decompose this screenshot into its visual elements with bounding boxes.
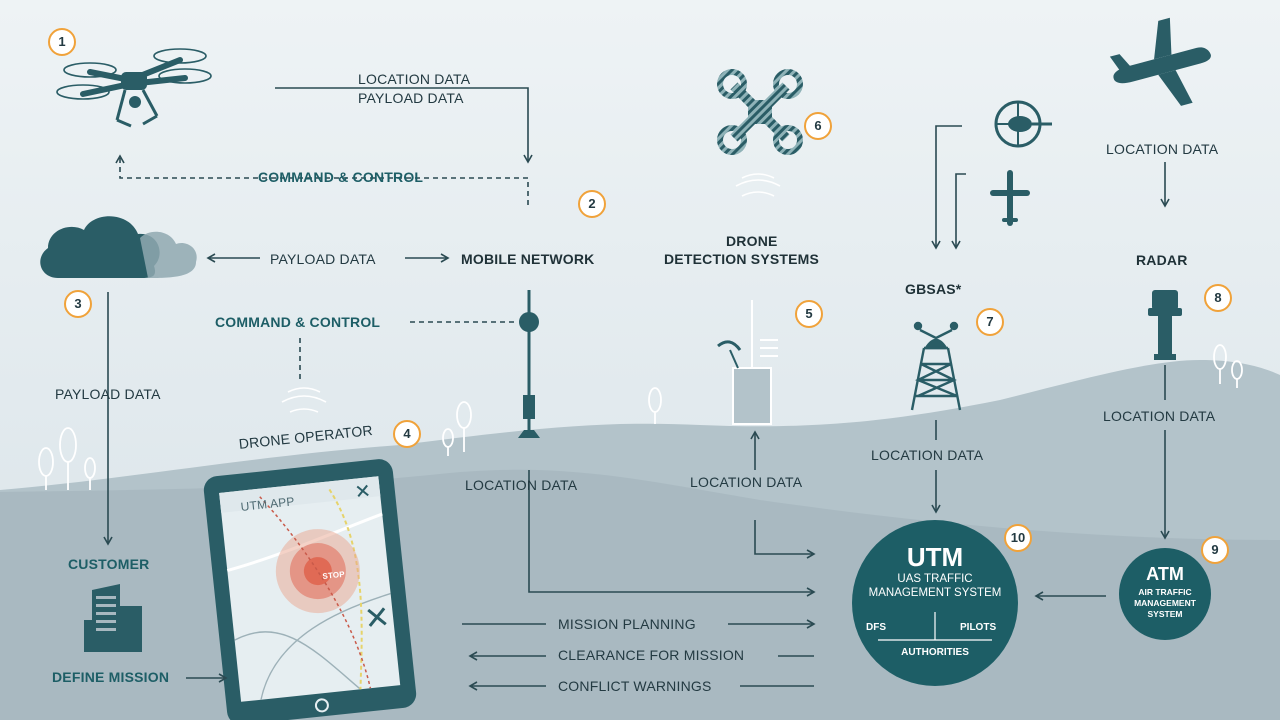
gbsas-label: GBSAS* [905, 281, 962, 297]
command-control-top-label: COMMAND & CONTROL [258, 169, 424, 185]
step-badge-3: 3 [64, 290, 92, 318]
flow-arrows [103, 87, 1170, 691]
quadcopter-drone-icon [56, 48, 212, 128]
step-badge-5: 5 [795, 300, 823, 328]
step-badge-2: 2 [578, 190, 606, 218]
location-data-gbsas-label: LOCATION DATA [871, 447, 984, 463]
customer-building-icon [84, 584, 142, 652]
step-badge-4: 4 [393, 420, 421, 448]
airplane-icon [1109, 17, 1211, 106]
payload-data-left-label: PAYLOAD DATA [55, 386, 161, 402]
radar-label: RADAR [1136, 252, 1188, 268]
utm-title: UTM [906, 542, 964, 572]
clearance-label: CLEARANCE FOR MISSION [558, 647, 745, 663]
utm-subtitle-2: MANAGEMENT SYSTEM [868, 587, 1002, 599]
mobile-network-label: MOBILE NETWORK [461, 251, 595, 267]
utm-dfs-label: DFS [866, 622, 886, 633]
striped-drone-icon [717, 69, 803, 155]
step-badge-1: 1 [48, 28, 76, 56]
command-control-mid-label: COMMAND & CONTROL [215, 314, 381, 330]
radar-tower-icon [1148, 290, 1182, 360]
drone-detection-title-2: DETECTION SYSTEMS [664, 251, 820, 267]
cloud-icon [40, 216, 197, 278]
location-data-label: LOCATION DATA [358, 71, 471, 87]
signal-waves-icon [281, 387, 327, 413]
define-mission-label: DEFINE MISSION [52, 669, 170, 685]
location-data-aircraft-label: LOCATION DATA [1106, 141, 1219, 157]
mobile-network-tower-icon [518, 290, 540, 438]
location-data-detection-label: LOCATION DATA [690, 474, 803, 490]
atm-circle [1119, 548, 1211, 640]
step-badge-9: 9 [1201, 536, 1229, 564]
conflict-warnings-label: CONFLICT WARNINGS [558, 678, 712, 694]
mission-planning-label: MISSION PLANNING [558, 616, 696, 632]
step-badge-7: 7 [976, 308, 1004, 336]
payload-data-label: PAYLOAD DATA [358, 90, 464, 106]
location-data-radar-label: LOCATION DATA [1103, 408, 1216, 424]
customer-label: CUSTOMER [68, 556, 150, 572]
step-badge-10: 10 [1004, 524, 1032, 552]
helicopter-icon [994, 100, 1052, 148]
atm-title: ATM [1146, 564, 1184, 584]
payload-data-mid-label: PAYLOAD DATA [270, 251, 376, 267]
detection-waves-icon [735, 173, 781, 197]
small-plane-icon [990, 170, 1030, 226]
utm-pilots-label: PILOTS [960, 622, 997, 633]
utm-subtitle-1: UAS TRAFFIC [897, 573, 973, 585]
trees-left [38, 344, 1243, 490]
tablet-device-icon [203, 459, 417, 720]
gbsas-tower-icon [910, 321, 962, 411]
utm-circle [852, 520, 1018, 686]
utm-authorities-label: AUTHORITIES [901, 647, 969, 658]
drone-detection-title-1: DRONE [726, 233, 778, 249]
detection-station-icon [717, 300, 778, 425]
step-badge-6: 6 [804, 112, 832, 140]
location-data-network-label: LOCATION DATA [465, 477, 578, 493]
step-badge-8: 8 [1204, 284, 1232, 312]
atm-subtitle-3: SYSTEM [1147, 609, 1183, 619]
atm-subtitle-1: AIR TRAFFIC [1138, 587, 1192, 597]
atm-subtitle-2: MANAGEMENT [1134, 598, 1196, 608]
